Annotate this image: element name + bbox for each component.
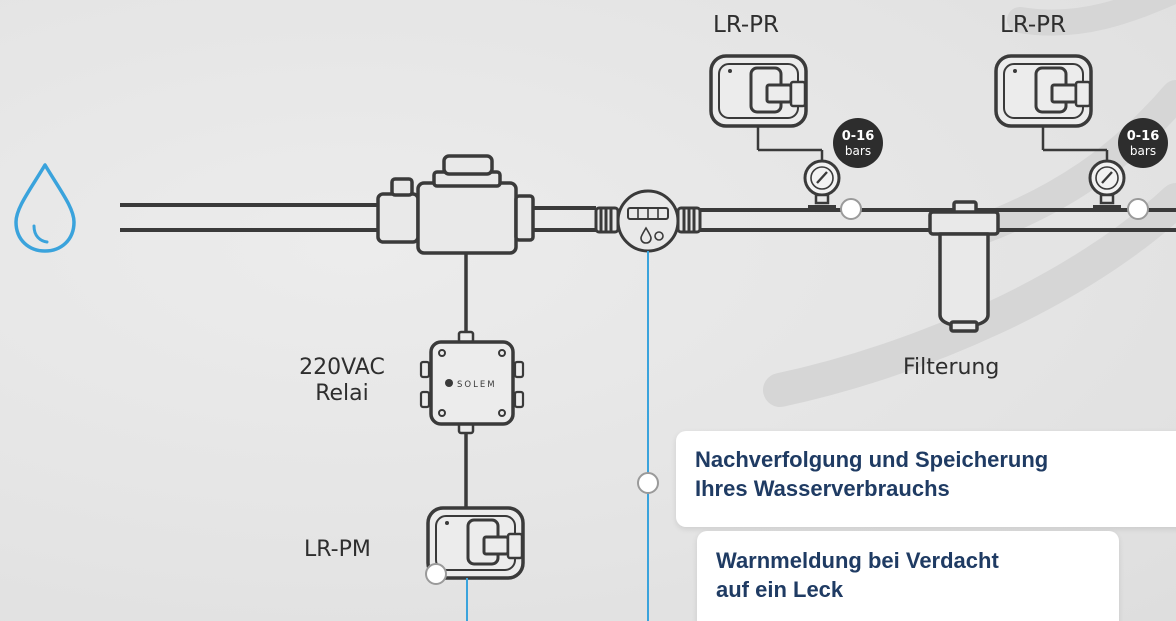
svg-text:bars: bars (1130, 144, 1156, 158)
info-hotspot[interactable] (425, 563, 447, 585)
controller-icon (994, 54, 1093, 128)
info-hotspot[interactable] (1127, 198, 1149, 220)
tracking-card-line2: Ihres Wasserverbrauchs (695, 476, 950, 501)
valve-icon (376, 154, 535, 335)
leak-alert-card-line2: auf ein Leck (716, 577, 844, 602)
tracking-card-line1: Nachverfolgung und Speicherung (695, 447, 1049, 472)
pressure-badge: 0-16 bars (833, 118, 883, 168)
controller-label: LR-PM (304, 537, 371, 562)
pressure-badge: 0-16 bars (1118, 118, 1168, 168)
leak-alert-card-line1: Warnmeldung bei Verdacht (716, 548, 999, 573)
svg-text:SOLEM: SOLEM (457, 380, 497, 390)
relay-label: 220VAC Relai (272, 355, 412, 407)
svg-text:bars: bars (845, 144, 871, 158)
controller-icon (709, 54, 808, 128)
signal-lines (466, 251, 649, 621)
filter-icon (928, 200, 1000, 333)
svg-text:0-16: 0-16 (842, 129, 875, 144)
info-hotspot[interactable] (637, 472, 659, 494)
main-pipe (120, 203, 1176, 232)
relay-label-line1: 220VAC (299, 355, 385, 380)
filter-label: Filterung (903, 355, 1000, 380)
water-meter-icon (594, 189, 702, 253)
controller-label: LR-PR (713, 12, 780, 38)
svg-text:0-16: 0-16 (1127, 129, 1160, 144)
relay-label-line2: Relai (315, 381, 369, 406)
leak-alert-card: Warnmeldung bei Verdacht auf ein Leck (697, 531, 1119, 621)
tracking-card: Nachverfolgung und Speicherung Ihres Was… (676, 431, 1176, 527)
pressure-gauge-icon (756, 118, 841, 209)
info-hotspot[interactable] (840, 198, 862, 220)
background-arcs (763, 0, 1176, 407)
controller-label: LR-PR (1000, 12, 1067, 38)
relay-box-icon: SOLEM (419, 330, 525, 512)
water-drop-icon (14, 163, 76, 253)
controller-icon (426, 506, 525, 580)
